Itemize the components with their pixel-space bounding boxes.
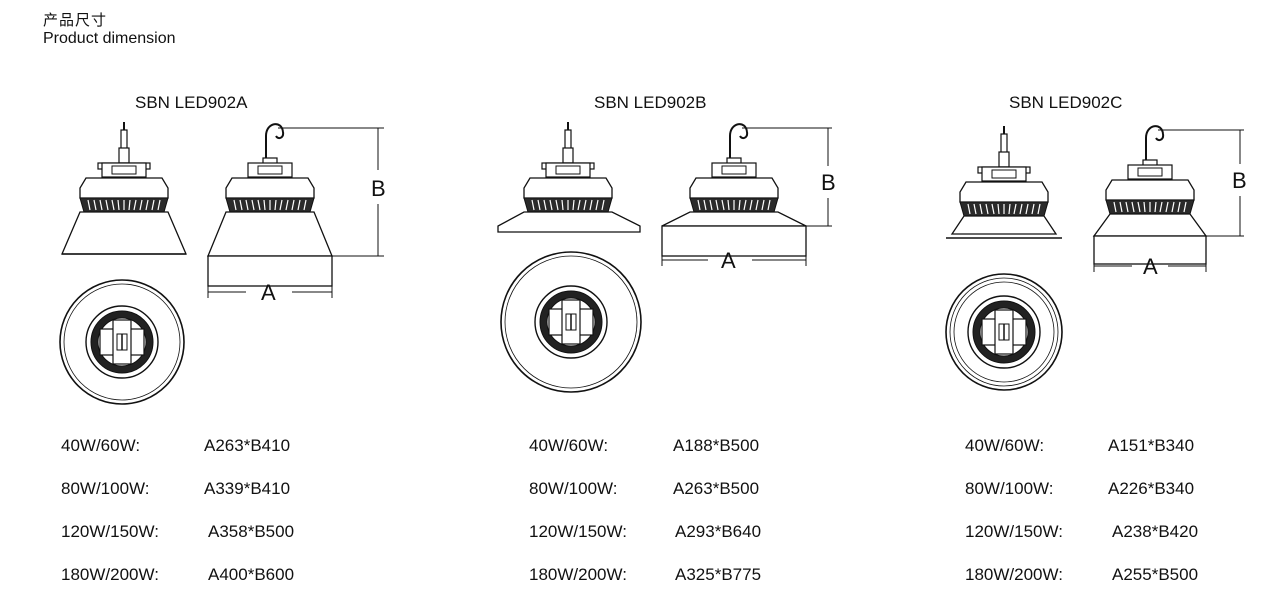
spec-size: A188*B500 xyxy=(673,436,760,455)
spec-size: A151*B340 xyxy=(1108,436,1195,455)
spec-power: 80W/100W: xyxy=(965,479,1054,498)
spec-size: A358*B500 xyxy=(208,522,295,541)
model-c-side-view-hook xyxy=(1092,125,1208,265)
model-name-b: SBN LED902B xyxy=(594,93,707,112)
model-b-side-view-shade xyxy=(497,121,641,233)
model-c-bottom-view xyxy=(945,273,1063,391)
spec-power: 80W/100W: xyxy=(529,479,618,498)
model-a-bottom-view xyxy=(59,279,185,405)
spec-size: A263*B410 xyxy=(204,436,291,455)
spec-power: 180W/200W: xyxy=(61,565,159,584)
spec-power: 40W/60W: xyxy=(965,436,1045,455)
spec-size: A339*B410 xyxy=(204,479,291,498)
model-c-dimension-b: B xyxy=(1232,168,1247,193)
model-b-bottom-view xyxy=(500,251,642,393)
spec-size: A255*B500 xyxy=(1112,565,1199,584)
model-c-dimension-lines xyxy=(1093,129,1244,272)
model-b-dimension-a: A xyxy=(721,248,736,273)
spec-power: 40W/60W: xyxy=(529,436,609,455)
spec-power: 120W/150W: xyxy=(61,522,159,541)
spec-power: 80W/100W: xyxy=(61,479,150,498)
spec-size: A293*B640 xyxy=(675,522,762,541)
spec-size: A226*B340 xyxy=(1108,479,1195,498)
spec-power: 120W/150W: xyxy=(529,522,627,541)
model-a-dimension-lines xyxy=(207,127,384,298)
spec-size: A263*B500 xyxy=(673,479,760,498)
model-name-a: SBN LED902A xyxy=(135,93,248,112)
spec-power: 180W/200W: xyxy=(965,565,1063,584)
model-b-dimension-lines xyxy=(661,127,832,266)
spec-power: 40W/60W: xyxy=(61,436,141,455)
model-name-c: SBN LED902C xyxy=(1009,93,1123,112)
spec-size: A238*B420 xyxy=(1112,522,1199,541)
model-a-dimension-b: B xyxy=(371,176,386,201)
title-chinese: 产品尺寸 xyxy=(43,12,108,29)
spec-size: A325*B775 xyxy=(675,565,762,584)
model-a-side-view-hook xyxy=(207,123,333,287)
model-c-dimension-a: A xyxy=(1143,254,1158,279)
spec-power: 120W/150W: xyxy=(965,522,1063,541)
model-b-side-view-hook xyxy=(661,123,807,257)
model-a-side-view-shade xyxy=(61,121,187,255)
spec-size: A400*B600 xyxy=(208,565,295,584)
model-a-dimension-a: A xyxy=(261,280,276,305)
model-c-side-view-shade xyxy=(946,125,1062,239)
model-b-dimension-b: B xyxy=(821,170,836,195)
title-english: Product dimension xyxy=(43,30,176,47)
spec-power: 180W/200W: xyxy=(529,565,627,584)
